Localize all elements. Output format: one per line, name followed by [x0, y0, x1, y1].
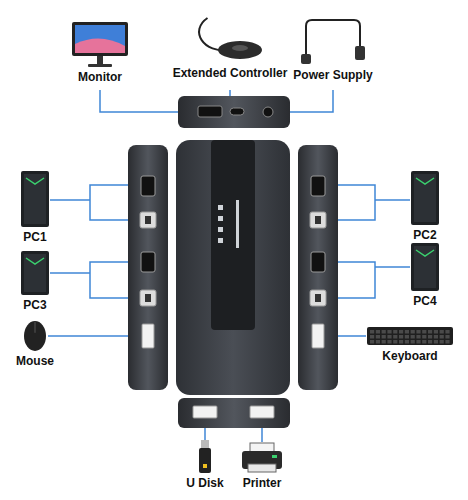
hdmi-port [141, 252, 155, 272]
hdmi-port [141, 176, 155, 196]
usbc-port [230, 108, 244, 115]
usbb-port-inner [145, 294, 151, 302]
device-node: Printer [240, 442, 284, 490]
udisk-icon [198, 440, 212, 474]
controller-icon [185, 8, 275, 64]
mouse-icon [23, 320, 47, 352]
power-icon [298, 14, 368, 66]
device-label: PC1 [23, 230, 46, 244]
right-panel [298, 145, 338, 390]
device-label: Extended Controller [173, 66, 288, 80]
monitor-icon [70, 20, 130, 68]
device-label: PC4 [413, 294, 436, 308]
device-node: Keyboard [366, 325, 454, 363]
tower-icon [20, 170, 50, 228]
hdmi-port [311, 176, 325, 196]
device-node: Power Supply [293, 14, 372, 82]
printer-icon [240, 442, 284, 474]
left-panel [128, 145, 168, 390]
device-label: Printer [243, 476, 282, 490]
usbb-port [140, 212, 156, 228]
device-node: U Disk [186, 440, 223, 490]
device-node: Extended Controller [173, 8, 288, 80]
hdmi-port [311, 252, 325, 272]
usba-port [312, 324, 324, 348]
device-label: Keyboard [382, 349, 437, 363]
device-label: Monitor [78, 70, 122, 84]
device-node: PC1 [20, 170, 50, 244]
device-label: PC2 [413, 228, 436, 242]
device-node: Monitor [70, 20, 130, 84]
device-label: Power Supply [293, 68, 372, 82]
usbb-port-inner [315, 294, 321, 302]
hdmi-port [198, 106, 222, 117]
bottom-panel [178, 398, 290, 428]
switch-leds [218, 200, 239, 248]
device-label: PC3 [23, 298, 46, 312]
usba-port [142, 324, 154, 348]
device-node: PC3 [20, 250, 50, 312]
usbb-port [140, 290, 156, 306]
tower-icon [410, 242, 440, 292]
switch-stripe [211, 140, 255, 330]
usba-port [250, 406, 274, 418]
device-node: PC4 [410, 242, 440, 308]
top-panel [178, 96, 290, 128]
usbb-port [310, 290, 326, 306]
wires [48, 90, 410, 442]
dc-port [263, 107, 273, 117]
device-node: Mouse [16, 320, 54, 368]
switch-body [176, 140, 290, 395]
usbb-port-inner [315, 216, 321, 224]
tower-icon [410, 170, 440, 226]
usbb-port [310, 212, 326, 228]
keyboard-icon [366, 325, 454, 347]
tower-icon [20, 250, 50, 296]
device-label: U Disk [186, 476, 223, 490]
device-node: PC2 [410, 170, 440, 242]
usba-port [193, 406, 217, 418]
device-label: Mouse [16, 354, 54, 368]
usbb-port-inner [145, 216, 151, 224]
